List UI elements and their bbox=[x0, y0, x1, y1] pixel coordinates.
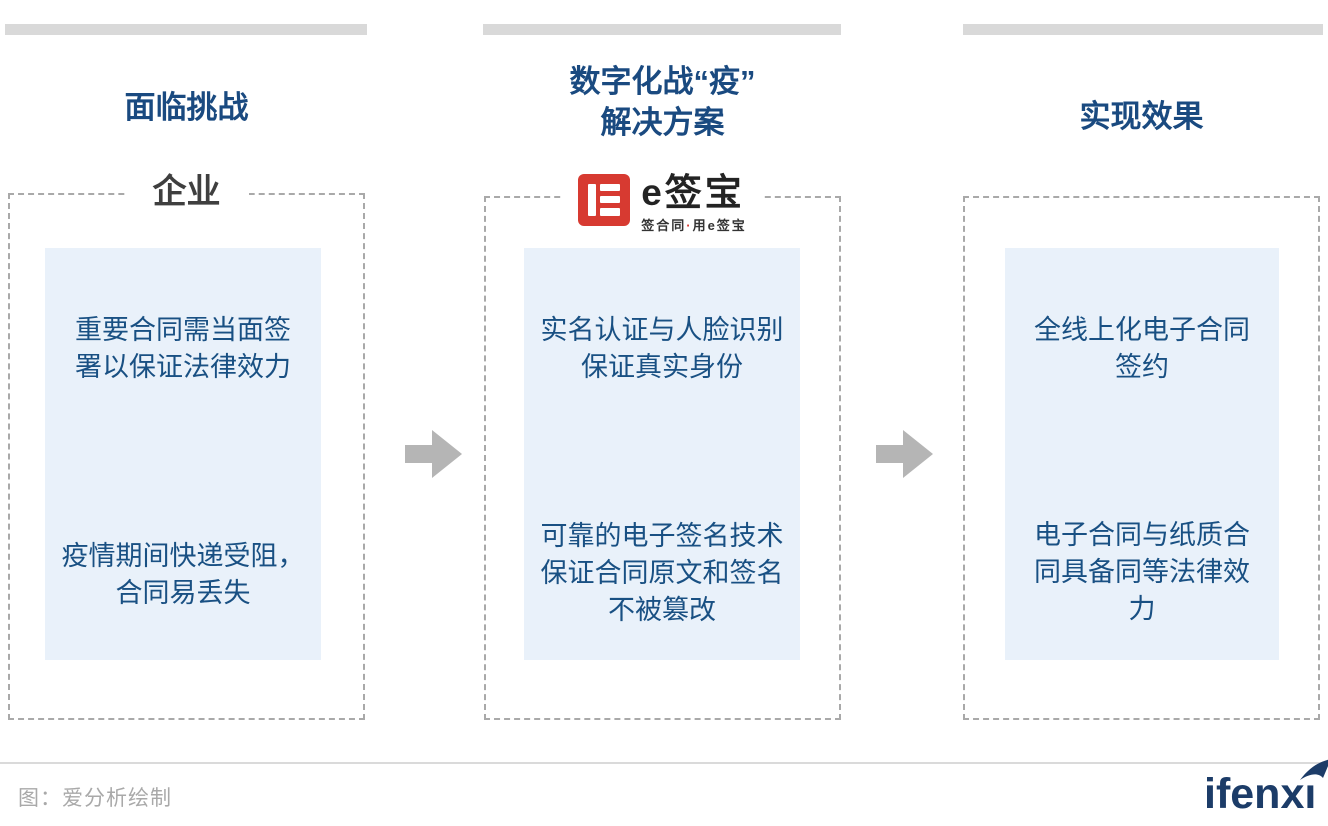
result-item-1: 全线上化电子合同 签约 bbox=[1034, 315, 1250, 382]
ifenxi-logo-last-letter: ı bbox=[1300, 759, 1328, 818]
results-card bbox=[1005, 248, 1279, 660]
challenge-item-2: 疫情期间快递受阻， 合同易丢失 bbox=[61, 541, 305, 608]
challenges-card bbox=[45, 248, 321, 660]
solution-card bbox=[524, 248, 800, 660]
challenge-item-1: 重要合同需当面签 署以保证法律效力 bbox=[75, 315, 291, 382]
esign-brand-name: e签宝 bbox=[641, 172, 745, 213]
esign-tagline: 签合同·用e签宝 bbox=[641, 215, 747, 234]
esign-logo-inner: e签宝 签合同·用e签宝 bbox=[562, 170, 763, 238]
esign-icon-vertical-bar bbox=[588, 184, 597, 216]
solution-item-1: 实名认证与人脸识别 保证真实身份 bbox=[540, 315, 784, 382]
top-bar-left bbox=[5, 24, 367, 35]
right-arrow-icon bbox=[405, 430, 462, 478]
top-bar-right bbox=[963, 24, 1323, 35]
result-item-2: 电子合同与纸质合 同具备同等法律效 力 bbox=[1034, 520, 1250, 624]
enterprise-tag-label: 企业 bbox=[124, 168, 249, 216]
right-arrow-icon bbox=[876, 430, 933, 478]
column-header-results: 实现效果 bbox=[1079, 99, 1204, 134]
esign-icon-bottom-bar bbox=[600, 208, 621, 216]
esign-tagline-dot: · bbox=[686, 218, 693, 233]
ifenxi-last-letter-glyph: ı bbox=[1304, 770, 1317, 818]
column-header-challenges: 面临挑战 bbox=[124, 90, 249, 125]
esign-logo-texts: e签宝 签合同·用e签宝 bbox=[641, 174, 747, 234]
solution-item-2: 可靠的电子签名技术 保证合同原文和签名 不被篡改 bbox=[540, 521, 784, 625]
esign-icon-middle-bar bbox=[600, 196, 621, 203]
column-header-solution: 数字化战“疫” 解决方案 bbox=[569, 64, 756, 140]
dashed-box-results bbox=[963, 196, 1320, 720]
ifenxi-logo-text: ifenx bbox=[1204, 770, 1305, 818]
footer-divider bbox=[0, 762, 1328, 764]
top-bar-center bbox=[483, 24, 841, 35]
esign-tagline-left: 签合同 bbox=[641, 218, 687, 233]
esign-logo-icon bbox=[578, 174, 631, 226]
enterprise-tag: 企业 bbox=[8, 168, 365, 216]
esign-tagline-right: 用e签宝 bbox=[692, 218, 747, 233]
figure-caption: 图：爱分析绘制 bbox=[18, 787, 172, 810]
esign-icon-top-bar bbox=[600, 184, 621, 191]
ifenxi-arrow-icon bbox=[1300, 759, 1328, 780]
esign-logo: e签宝 签合同·用e签宝 bbox=[484, 170, 841, 238]
